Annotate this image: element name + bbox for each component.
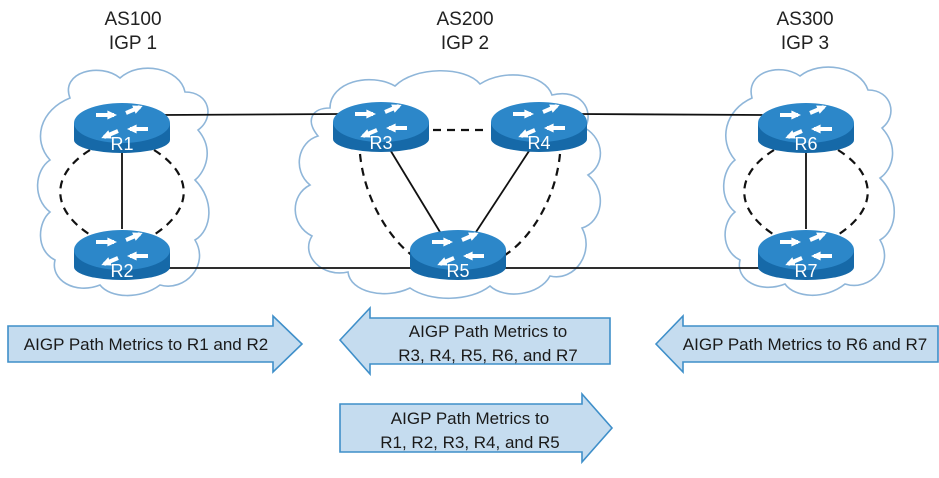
as300-name: AS300 xyxy=(776,9,833,30)
arrow-as200-right: AIGP Path Metrics to R1, R2, R3, R4, and… xyxy=(339,391,614,465)
arrow-as300-shape xyxy=(654,314,939,374)
igp-r6-r7-right xyxy=(835,149,869,237)
as200-igp: IGP 2 xyxy=(441,33,489,54)
router-r5: R5 xyxy=(410,230,506,281)
as100-cloud xyxy=(36,67,210,297)
router-arrows-icon xyxy=(432,232,484,266)
arrow-as200-left-shape xyxy=(338,305,611,377)
arrow-as200-left-line2: R3, R4, R5, R6, and R7 xyxy=(398,346,578,365)
router-label: R4 xyxy=(527,133,550,153)
as300-cloud xyxy=(722,66,895,296)
as300-igp: IGP 3 xyxy=(781,33,829,54)
links-layer xyxy=(59,113,869,269)
router-label: R3 xyxy=(369,133,392,153)
igp-r1-r2-right xyxy=(151,149,185,237)
igp-r3-r5 xyxy=(358,153,417,259)
link-r1-r3 xyxy=(161,113,342,116)
router-label: R1 xyxy=(110,134,133,154)
arrow-as200-left: AIGP Path Metrics to R3, R4, R5, R6, and… xyxy=(338,305,611,377)
link-r4-r6 xyxy=(578,113,767,116)
arrow-as200-right-line2: R1, R2, R3, R4, and R5 xyxy=(380,433,560,452)
as200-cloud xyxy=(294,69,602,300)
router-arrows-icon xyxy=(96,232,148,266)
router-arrows-icon xyxy=(780,105,832,139)
router-arrows-icon xyxy=(96,105,148,139)
arrow-as100-label: AIGP Path Metrics to R1 and R2 xyxy=(24,335,268,354)
arrow-as200-right-shape xyxy=(339,391,614,465)
router-label: R7 xyxy=(794,261,817,281)
arrow-as300-label: AIGP Path Metrics to R6 and R7 xyxy=(683,335,927,354)
router-r2: R2 xyxy=(74,230,170,281)
link-r4-r5-solid xyxy=(475,147,532,233)
router-r6: R6 xyxy=(758,103,854,154)
as200-name: AS200 xyxy=(436,9,493,30)
router-r4: R4 xyxy=(491,102,587,153)
arrow-as200-left-line1: AIGP Path Metrics to xyxy=(409,322,567,341)
router-r1: R1 xyxy=(74,103,170,154)
router-arrows-icon xyxy=(513,104,565,138)
router-arrows-icon xyxy=(780,232,832,266)
arrow-as100-shape xyxy=(7,314,304,374)
igp-r6-r7-left xyxy=(743,149,777,237)
as100-name: AS100 xyxy=(104,9,161,30)
router-label: R6 xyxy=(794,134,817,154)
link-r3-r5-solid xyxy=(388,147,441,233)
router-r3: R3 xyxy=(333,102,429,153)
router-label: R5 xyxy=(446,261,469,281)
router-label: R2 xyxy=(110,261,133,281)
arrow-as200-right-line1: AIGP Path Metrics to xyxy=(391,409,549,428)
as100-igp: IGP 1 xyxy=(109,33,157,54)
igp-r1-r2-left xyxy=(59,149,93,237)
arrow-as100: AIGP Path Metrics to R1 and R2 xyxy=(7,314,304,374)
arrow-as300: AIGP Path Metrics to R6 and R7 xyxy=(654,314,939,374)
router-r7: R7 xyxy=(758,230,854,281)
igp-r4-r5 xyxy=(499,153,562,259)
router-arrows-icon xyxy=(355,104,407,138)
